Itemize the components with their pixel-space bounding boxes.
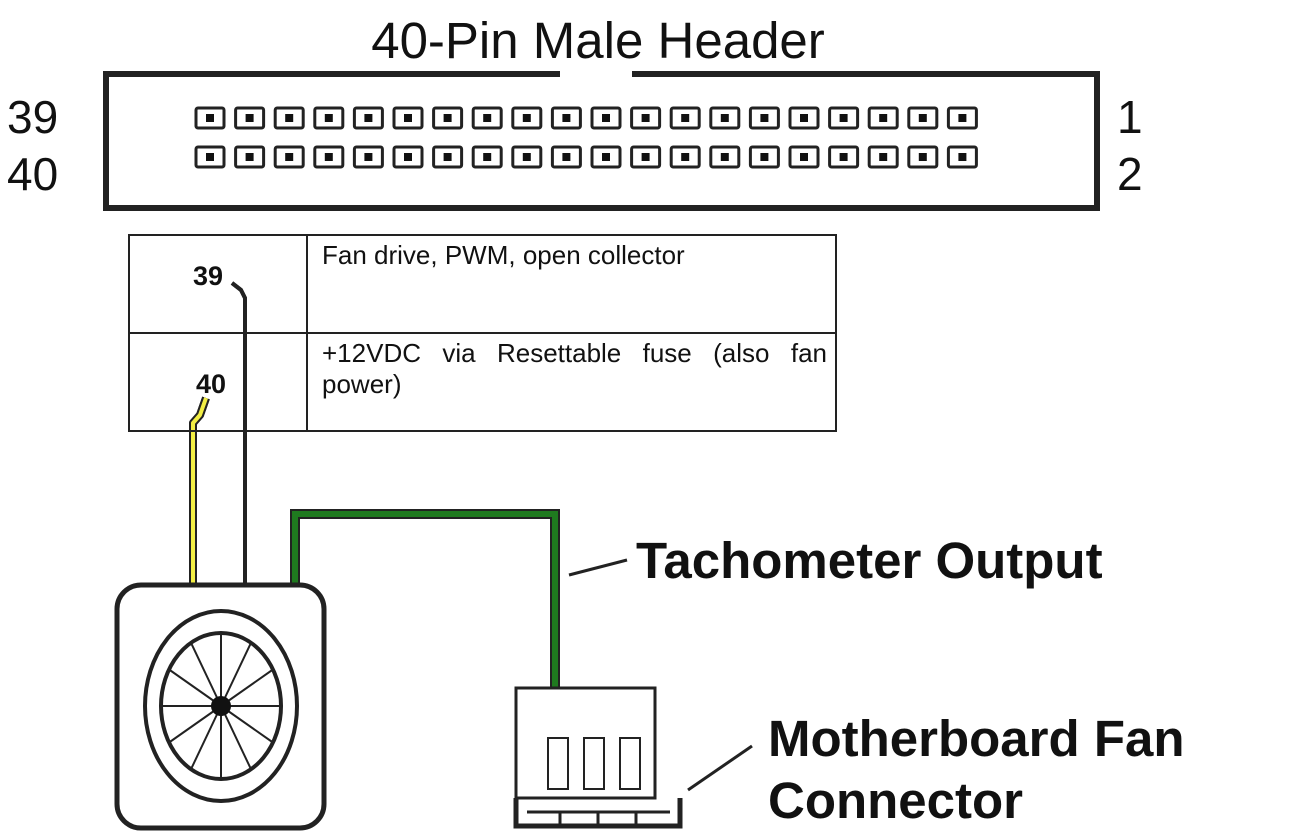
header-pin-contact [720, 114, 729, 122]
pin-label-40: 40 [7, 148, 58, 200]
mb-connector-slot [547, 737, 569, 790]
header-pin-contact [285, 114, 294, 122]
fan-blade [190, 642, 222, 707]
header-pin-contact [443, 153, 452, 161]
header-pin-contact [681, 153, 690, 161]
header-pin-contact [483, 153, 492, 161]
header-pin-contact [918, 114, 927, 122]
fan-blade [190, 705, 222, 770]
header-pin-contact [641, 153, 650, 161]
header-pin-contact [206, 114, 214, 122]
fan-blade [220, 705, 252, 770]
header-pin-contact [839, 153, 848, 161]
table-row: +12VDC via Resettable fuse (also fan pow… [128, 332, 837, 432]
mb-connector-leader-line [687, 744, 753, 792]
header-pin-contact [602, 114, 610, 122]
table-row: Fan drive, PWM, open collector [128, 234, 837, 334]
header-pin-contact [285, 153, 294, 161]
pin-description: +12VDC via Resettable fuse (also fan pow… [306, 332, 837, 432]
pin-function-table: Fan drive, PWM, open collector +12VDC vi… [128, 234, 837, 432]
mb-connector-slot [583, 737, 605, 790]
header-pin-contact [720, 153, 729, 161]
pin-label-39: 39 [7, 91, 58, 143]
header-pin-contact [522, 153, 531, 161]
fan-blade [168, 668, 222, 707]
fan-blades [161, 633, 281, 779]
header-title: 40-Pin Male Header [371, 12, 825, 69]
pin-row-odd [194, 106, 978, 130]
pin-label-2: 2 [1117, 148, 1143, 200]
header-pin-contact [483, 114, 492, 122]
header-pin-contact [839, 114, 848, 122]
header-pin-contact [760, 153, 769, 161]
mb-connector-base-dividers [558, 812, 638, 826]
header-outline [103, 71, 1100, 211]
header-pin-contact [364, 114, 373, 122]
header-pin-contact [641, 114, 650, 122]
green-wire-tach [292, 511, 558, 688]
header-pin-contact [562, 114, 571, 122]
header-pin-contact [324, 153, 333, 161]
fan-hub [211, 696, 231, 716]
mb-connector-body [514, 686, 657, 800]
header-pin-contact [404, 153, 412, 161]
pin-cell [128, 234, 308, 334]
header-pin-contact [443, 114, 452, 122]
header-pin-contact [562, 153, 571, 161]
fan-blade [220, 642, 252, 707]
header-pin-contact [245, 114, 254, 122]
header-pin-contact [602, 153, 610, 161]
pin-label-1: 1 [1117, 91, 1143, 143]
header-pin-contact [800, 114, 808, 122]
motherboard-fan-label: Motherboard Fan [768, 710, 1185, 767]
fan-outer-ring [143, 609, 299, 803]
header-pin-contact [404, 114, 412, 122]
header-pin-contact [522, 114, 531, 122]
header-pin-contact [245, 153, 254, 161]
header-pin-contact [879, 114, 888, 122]
header-pin-contact [364, 153, 373, 161]
header-pin-contact [918, 153, 927, 161]
header-pin-contact [879, 153, 888, 161]
header-pin-contact [681, 114, 690, 122]
header-pin-contact [206, 153, 214, 161]
header-pin-contact [958, 114, 967, 122]
connector-label: Connector [768, 772, 1023, 829]
header-pin-contact [800, 153, 808, 161]
pin-description: Fan drive, PWM, open collector [306, 234, 837, 334]
pin-row-even [194, 145, 978, 169]
header-pin-contact [324, 114, 333, 122]
fan-blade [168, 705, 222, 744]
header-pin-contact [958, 153, 967, 161]
fan-blade [220, 668, 274, 707]
tachometer-leader-line [568, 558, 628, 577]
tachometer-output-label: Tachometer Output [636, 532, 1103, 589]
mb-connector-slot [619, 737, 641, 790]
green-wire-outline [290, 509, 560, 688]
pin-cell [128, 332, 308, 432]
fan-blade [220, 705, 274, 744]
header-pin-contact [760, 114, 769, 122]
